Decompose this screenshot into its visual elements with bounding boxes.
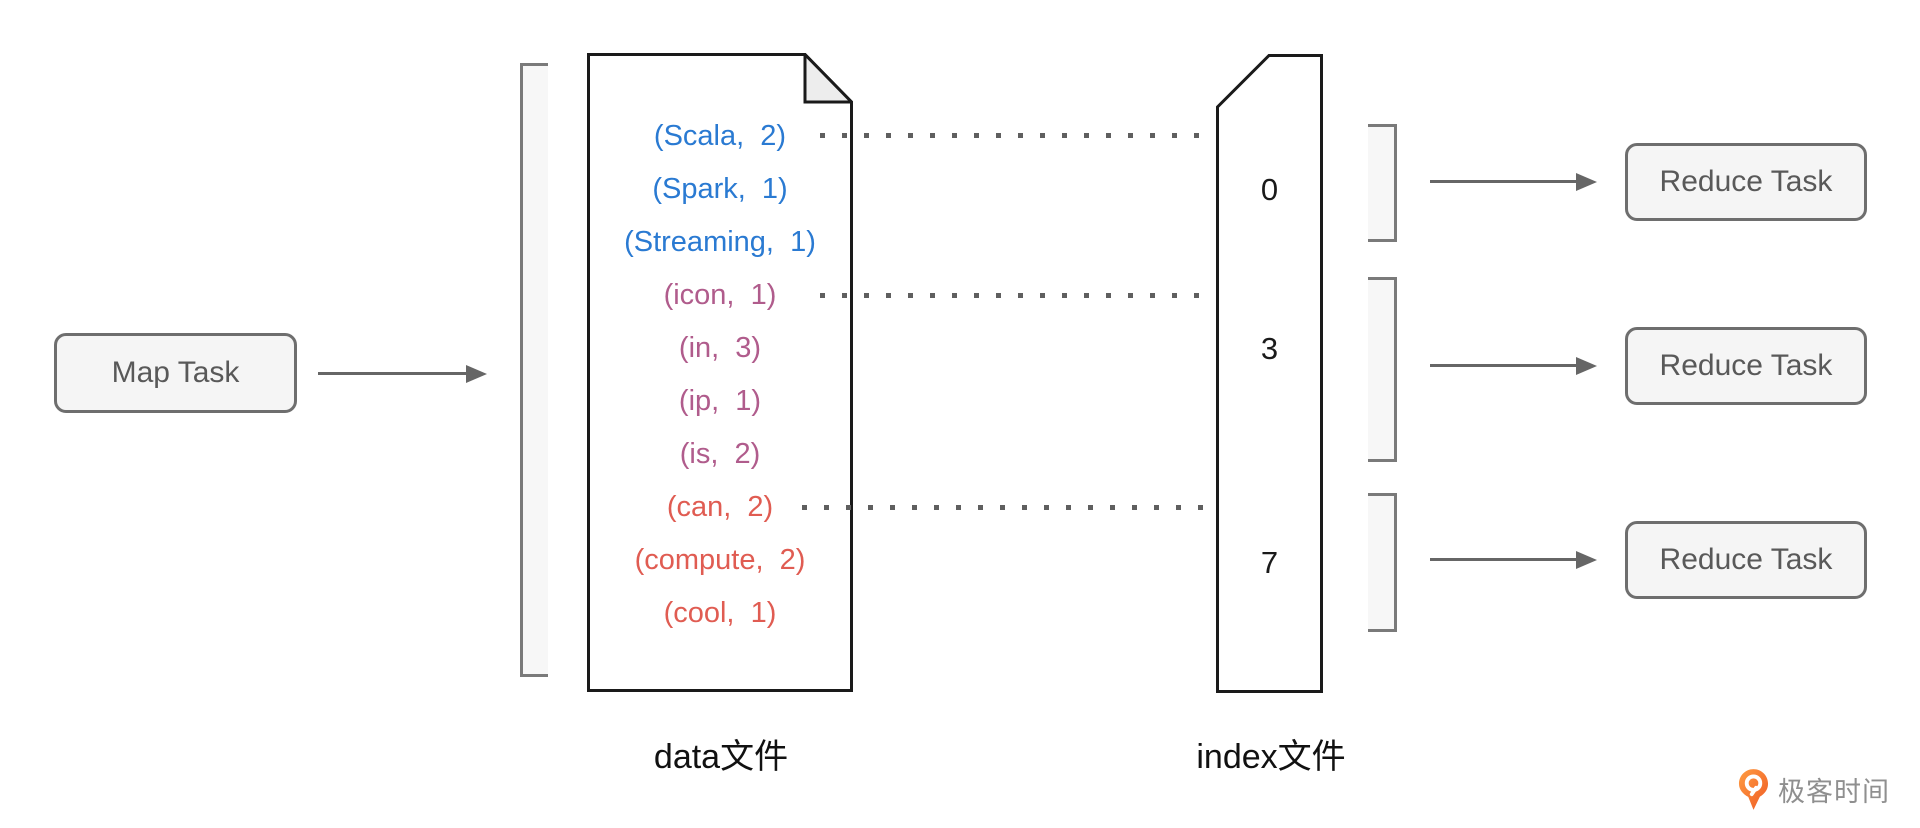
map-task-box: Map Task [54,333,297,413]
arrow-partition1-to-reduce1 [1430,180,1576,183]
dotted-connector-offset-3 [820,293,1234,298]
index-file-label: index文件 [1196,738,1346,776]
tuple-row: (Streaming, 1) [624,226,816,258]
document-beveled-corner-shape [1216,54,1323,693]
partition-bracket-1 [1368,124,1397,242]
arrow-map-to-data-file [318,372,466,375]
dotted-connector-offset-0 [820,133,1234,138]
map-task-label: Map Task [111,356,240,389]
data-file-doc: (Scala, 2) (Spark, 1) (Streaming, 1) (ic… [587,53,853,692]
partition-bracket-3 [1368,493,1397,632]
tuple-row: (icon, 1) [663,279,777,311]
index-offset-value: 3 [1260,331,1279,366]
tuple-row: (in, 3) [678,332,762,364]
data-file-label: data文件 [653,738,789,776]
data-file-records: (Scala, 2) (Spark, 1) (Streaming, 1) (ic… [587,110,853,640]
tuple-row: (cool, 1) [663,597,777,629]
tuple-row: (Scala, 2) [653,120,787,152]
tuple-row: (Spark, 1) [652,173,788,205]
geektime-logo: 极客时间 [1738,767,1890,812]
index-file-doc: 0 3 7 [1216,54,1323,693]
tuple-row: (ip, 1) [678,385,762,417]
document-folded-corner-shape [587,53,853,692]
tuple-row: (can, 2) [666,491,774,523]
reduce-task-box-2: Reduce Task [1625,327,1867,405]
geektime-pin-icon [1738,769,1769,810]
arrow-partition3-to-reduce3 [1430,558,1576,561]
arrow-partition2-to-reduce2 [1430,364,1576,367]
tuple-row: (is, 2) [679,438,761,470]
reduce-task-label: Reduce Task [1659,165,1833,198]
reduce-task-box-3: Reduce Task [1625,521,1867,599]
index-offset-value: 7 [1260,545,1279,580]
dotted-connector-offset-7 [802,505,1234,510]
reduce-task-label: Reduce Task [1659,543,1833,576]
tuple-row: (compute, 2) [634,544,806,576]
index-offset-value: 0 [1260,172,1279,207]
reduce-task-label: Reduce Task [1659,349,1833,382]
geektime-logo-text: 极客时间 [1778,777,1890,807]
map-output-bracket [520,63,548,677]
reduce-task-box-1: Reduce Task [1625,143,1867,221]
partition-bracket-2 [1368,277,1397,462]
